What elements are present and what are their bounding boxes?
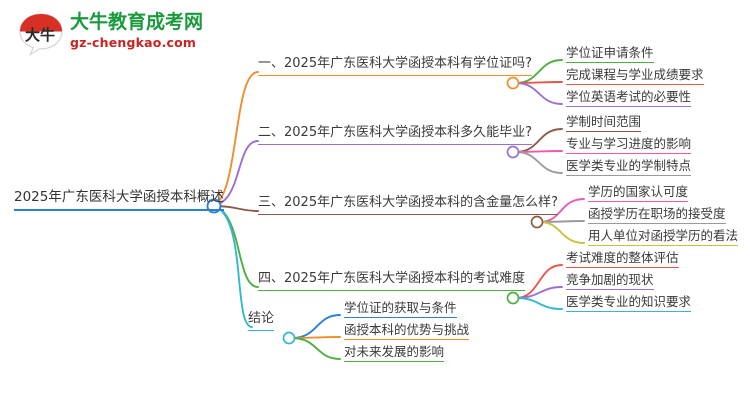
wire-b4-c3 — [515, 297, 563, 310]
node-dot-branch-3 — [530, 215, 544, 229]
wire-b2-c3 — [515, 151, 563, 174]
node-dot-branch-5 — [282, 331, 296, 345]
wire-root-branch-1 — [209, 71, 259, 207]
branch-topic-1[interactable]: 一、2025年广东医科大学函授本科有学位证吗? — [258, 56, 532, 76]
subtopic-3-3[interactable]: 用人单位对函授学历的看法 — [588, 228, 739, 247]
wire-root-branch-5 — [209, 205, 253, 328]
node-dot-branch-2 — [506, 145, 520, 159]
node-dot-branch-1 — [506, 76, 520, 90]
branch-topic-2[interactable]: 二、2025年广东医科大学函授本科多久能毕业? — [258, 125, 532, 145]
subtopic-2-3[interactable]: 医学类专业的学制特点 — [566, 158, 692, 177]
svg-text:大牛: 大牛 — [25, 26, 55, 44]
logo-name-cn: 大牛教育成考网 — [70, 11, 204, 33]
node-dot-branch-4 — [506, 291, 520, 305]
wire-root-branch-4 — [209, 205, 259, 288]
wire-b3-c3 — [539, 221, 585, 244]
subtopic-4-1[interactable]: 考试难度的整体评估 — [566, 250, 679, 269]
branch-topic-3[interactable]: 三、2025年广东医科大学函授本科的含金量怎么样? — [258, 195, 558, 215]
wire-b5-c1 — [291, 314, 341, 339]
subtopic-1-2[interactable]: 完成课程与学业成绩要求 — [566, 67, 704, 86]
wire-b1-c3 — [515, 82, 563, 105]
branch-topic-4[interactable]: 四、2025年广东医科大学函授本科的考试难度 — [258, 271, 526, 291]
daniu-bubble-icon: 大牛 — [19, 13, 63, 56]
site-logo: 大牛 大牛教育成考网 gz-chengkao.com — [18, 10, 208, 58]
subtopic-4-2[interactable]: 竞争加剧的现状 — [566, 272, 654, 291]
subtopic-3-2[interactable]: 函授学历在职场的接受度 — [588, 206, 726, 225]
subtopic-4-3[interactable]: 医学类专业的知识要求 — [566, 294, 692, 313]
subtopic-2-1[interactable]: 学制时间范围 — [566, 114, 642, 133]
wire-b3-c2 — [539, 220, 585, 223]
wire-b2-c2 — [515, 150, 563, 153]
subtopic-5-2[interactable]: 函授本科的优势与挑战 — [344, 322, 470, 341]
wire-b5-c2 — [291, 336, 341, 339]
subtopic-1-1[interactable]: 学位证申请条件 — [566, 45, 654, 64]
logo-text-block: 大牛教育成考网 gz-chengkao.com — [70, 10, 210, 51]
subtopic-2-2[interactable]: 专业与学习进度的影响 — [566, 136, 692, 155]
root-topic[interactable]: 2025年广东医科大学函授本科概述 — [14, 189, 224, 211]
subtopic-5-1[interactable]: 学位证的获取与条件 — [344, 300, 457, 319]
logo-name-en: gz-chengkao.com — [70, 35, 197, 50]
subtopic-3-1[interactable]: 学历的国家认可度 — [588, 184, 689, 203]
subtopic-5-3[interactable]: 对未来发展的影响 — [344, 344, 445, 363]
branch-topic-5[interactable]: 结论 — [248, 311, 275, 331]
wire-b5-c3 — [291, 337, 341, 360]
subtopic-1-3[interactable]: 学位英语考试的必要性 — [566, 89, 692, 108]
wire-b1-c2 — [515, 81, 563, 84]
